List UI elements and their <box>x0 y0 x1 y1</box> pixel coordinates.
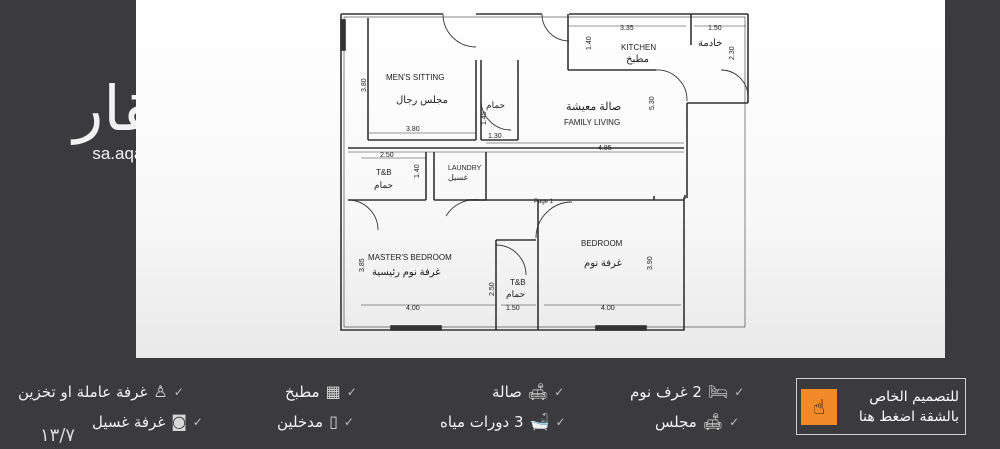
door-swing <box>541 13 570 42</box>
check-icon: ✓ <box>734 384 745 399</box>
dimension-label: 3.90 <box>647 256 654 270</box>
dimension-label: 1.40 <box>586 36 593 50</box>
feature-label: مطبخ <box>285 382 320 401</box>
door-icon: ▯ <box>329 412 338 431</box>
cta-line2: بالشقة اضغط هنا <box>858 408 959 425</box>
dimension-label: 2.50 <box>380 152 394 159</box>
room-label-ar: مجلس رجال <box>396 95 448 106</box>
room-label-en: MASTER'S BEDROOM <box>368 253 452 262</box>
feature-kitchen: ✓ ▦ مطبخ <box>285 382 363 401</box>
bathtub-icon: 🛁 <box>529 412 550 431</box>
dimension-label: 2.30 <box>729 46 736 60</box>
room-label-ar: حمام <box>486 100 505 111</box>
check-icon: ✓ <box>173 384 184 399</box>
door-swing <box>480 99 512 131</box>
door-swing <box>495 244 527 276</box>
feature-label: صالة <box>492 382 522 401</box>
check-icon: ✓ <box>192 414 203 429</box>
wall <box>340 14 686 331</box>
feature-label: غرفة عاملة او تخزين <box>18 382 148 401</box>
door-swing <box>445 199 481 217</box>
inner-wall <box>343 16 746 328</box>
feature-entrances: ✓ ▯ مدخلين <box>277 412 360 431</box>
feature-bathrooms: ✓ 🛁 3 دورات مياه <box>440 412 572 431</box>
check-icon: ✓ <box>346 384 357 399</box>
kitchen-icon: ▦ <box>325 382 341 401</box>
dimension-label: 1.30 <box>488 133 502 140</box>
page-indicator: ١٣/٧ <box>40 425 76 446</box>
door-swing <box>720 69 749 98</box>
feature-label: 2 غرف نوم <box>630 382 702 401</box>
dimension-label: 3.80 <box>406 126 420 133</box>
feature-label: 3 دورات مياه <box>440 412 524 431</box>
check-icon: ✓ <box>554 384 565 399</box>
bed-icon: 🛏 <box>707 382 729 401</box>
dimension-label: 3.80 <box>361 78 368 92</box>
room-label-en: KITCHEN <box>621 43 656 52</box>
dimension-label: 1.45 <box>481 111 488 125</box>
feature-label: مدخلين <box>277 412 324 431</box>
page-ref-label: Page 1 <box>534 199 554 205</box>
dimension-label: 1.40 <box>414 164 421 178</box>
feature-majlis: ✓ 🛋 مجلس <box>655 412 745 431</box>
dimension-label: 5.30 <box>649 96 656 110</box>
room-label-en: T&B <box>510 278 526 287</box>
floor-plan-panel: MEN'S SITTING مجلس رجال KITCHEN مطبخ خاد… <box>136 0 945 358</box>
feature-maid-room: ✓ ♙ غرفة عاملة او تخزين <box>18 382 190 401</box>
worker-icon: ♙ <box>153 382 168 401</box>
room-label-ar: مطبخ <box>626 54 649 65</box>
feature-laundry: ✓ ◙ غرفة غسيل <box>92 412 209 431</box>
check-icon: ✓ <box>729 414 740 429</box>
dimension-label: 1.50 <box>708 25 722 32</box>
feature-rooms: ✓ 🛏 2 غرف نوم <box>630 382 750 401</box>
room-label-ar: حمام <box>506 289 525 300</box>
room-label-ar: صالة معيشة <box>566 101 621 113</box>
room-label-en: BEDROOM <box>581 239 623 248</box>
dimension-label: 3.85 <box>359 258 366 272</box>
door-swing <box>655 69 688 102</box>
cta-text: للتصميم الخاص بالشقة اضغط هنا <box>859 387 959 427</box>
room-label-ar: غسيل <box>448 173 468 182</box>
room-label-ar: غرفة نوم رئيسية <box>372 267 441 278</box>
dimension-label: 3.35 <box>620 25 634 32</box>
door-swing <box>347 199 379 231</box>
room-label-ar: غرفة نوم <box>584 258 622 269</box>
check-icon: ✓ <box>555 414 566 429</box>
majlis-icon: 🛋 <box>702 412 724 431</box>
door-swing <box>535 201 573 239</box>
room-label-en: LAUNDRY <box>448 165 482 172</box>
dimension-label: 4.85 <box>598 145 612 152</box>
dimension-label: 4.00 <box>406 305 420 312</box>
washing-machine-icon: ◙ <box>171 412 187 431</box>
dimension-label: 2.50 <box>489 282 496 296</box>
window <box>595 325 647 331</box>
dimension-label: 4.00 <box>601 305 615 312</box>
sofa-icon: 🛋 <box>527 382 549 401</box>
window <box>340 19 346 51</box>
check-icon: ✓ <box>343 414 354 429</box>
room-label-ar: حمام <box>374 180 393 191</box>
feature-label: غرفة غسيل <box>92 412 166 431</box>
feature-hall: ✓ 🛋 صالة <box>492 382 570 401</box>
dimension-label: 1.50 <box>506 305 520 312</box>
door-swing <box>442 13 477 48</box>
custom-design-button[interactable]: ☝ للتصميم الخاص بالشقة اضغط هنا <box>796 378 966 435</box>
floor-plan: MEN'S SITTING مجلس رجال KITCHEN مطبخ خاد… <box>340 13 749 331</box>
cta-line1: للتصميم الخاص <box>869 388 959 405</box>
room-label-en: MEN'S SITTING <box>386 73 444 82</box>
hand-pointer-icon: ☝ <box>801 388 837 425</box>
feature-label: مجلس <box>655 412 697 431</box>
room-label-en: T&B <box>376 168 392 177</box>
room-label-ar: خادمة <box>698 38 722 49</box>
window <box>390 325 442 331</box>
room-label-en: FAMILY LIVING <box>564 118 620 127</box>
